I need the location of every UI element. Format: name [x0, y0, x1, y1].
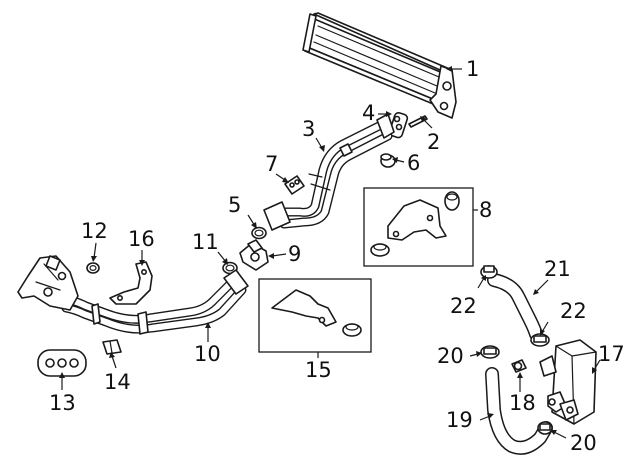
callout-6: 6 — [407, 151, 420, 175]
gasket-part-13 — [37, 349, 87, 377]
bracket-part-16 — [109, 261, 153, 305]
oil-cooler-part-17 — [539, 339, 597, 425]
clamp-part-22-lower — [530, 333, 550, 347]
grommet-part-6 — [380, 153, 396, 168]
callout-15: 15 — [305, 358, 332, 382]
callout-5: 5 — [228, 193, 241, 217]
callout-2: 2 — [427, 130, 440, 154]
connector-part-9 — [239, 239, 269, 271]
callout-18: 18 — [509, 391, 536, 415]
callout-11: 11 — [192, 230, 219, 254]
callout-12: 12 — [81, 219, 108, 243]
callout-19: 19 — [446, 408, 473, 432]
callout-16: 16 — [128, 227, 155, 251]
callout-14: 14 — [104, 370, 131, 394]
clip-part-14 — [102, 339, 122, 355]
callout-4: 4 — [362, 101, 375, 125]
bolt-part-18 — [511, 359, 527, 373]
callout-7: 7 — [265, 152, 278, 176]
callout-10: 10 — [194, 342, 221, 366]
callout-labels: 1 2 3 4 5 6 7 8 9 10 11 12 13 14 15 16 1… — [49, 57, 625, 455]
o-ring-part-12 — [86, 262, 100, 274]
callout-1: 1 — [466, 57, 479, 81]
callout-20-upper: 20 — [437, 344, 464, 368]
callout-22-upper: 22 — [450, 294, 477, 318]
callout-13: 13 — [49, 391, 76, 415]
hose-part-19 — [485, 367, 553, 455]
callout-21: 21 — [544, 257, 571, 281]
cooler-lines-part-3 — [263, 113, 395, 231]
callout-8: 8 — [479, 198, 492, 222]
clamp-part-20-lower — [537, 421, 553, 435]
callout-17: 17 — [598, 342, 625, 366]
clamp-part-22-upper — [480, 265, 498, 279]
callout-9: 9 — [288, 242, 301, 266]
bracket-kit-part-8 — [363, 187, 474, 267]
bracket-kit-part-15 — [258, 278, 372, 353]
clip-part-7 — [284, 175, 305, 195]
oil-cooler-part-1 — [302, 12, 457, 119]
leader-lines — [59, 66, 601, 439]
callout-20-lower: 20 — [570, 431, 597, 455]
lower-lines-part-10 — [17, 255, 249, 335]
o-ring-part-5 — [251, 226, 267, 240]
hose-part-21 — [487, 273, 543, 341]
clamp-part-20-upper — [480, 345, 500, 359]
callout-3: 3 — [302, 117, 315, 141]
callout-22-lower: 22 — [560, 299, 587, 323]
